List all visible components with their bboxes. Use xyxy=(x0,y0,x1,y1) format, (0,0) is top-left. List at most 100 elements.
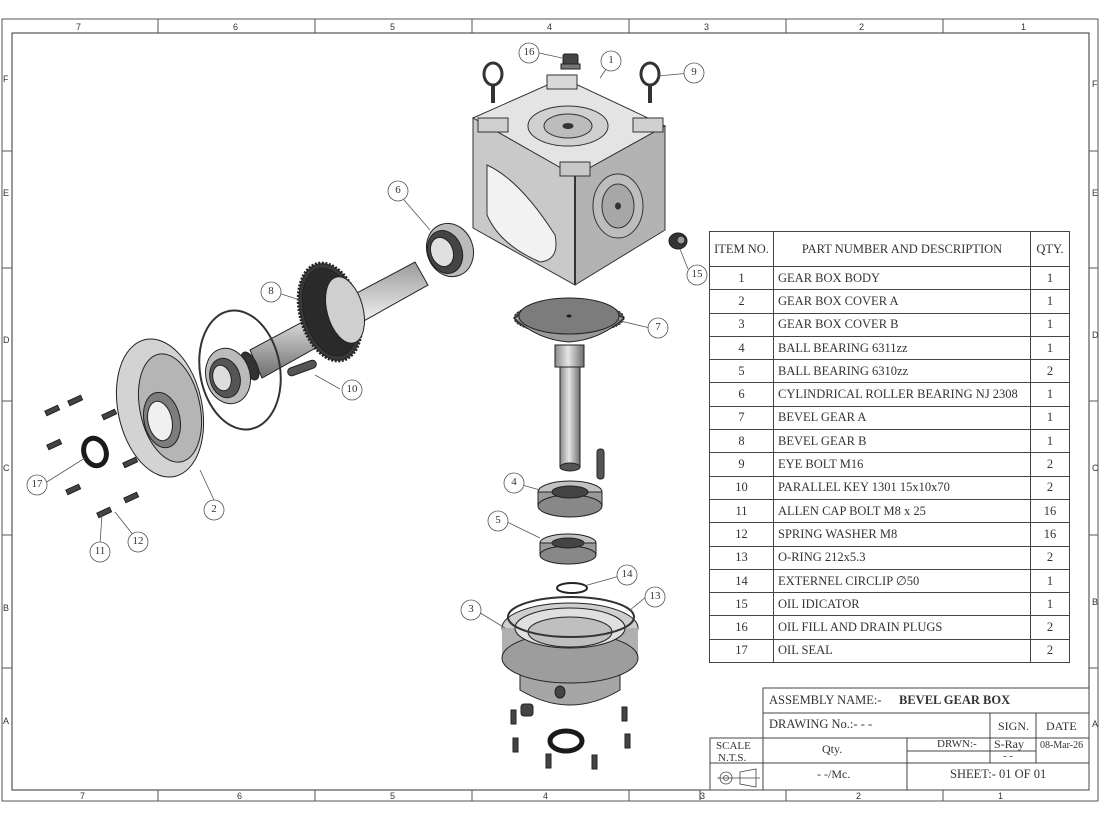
bom-part: O-RING 212x5.3 xyxy=(773,545,1031,570)
bom-item: 13 xyxy=(709,545,774,570)
zone-bottom-6: 6 xyxy=(237,791,243,801)
parallel-key-part xyxy=(287,359,317,377)
bom-part: BALL BEARING 6311zz xyxy=(773,335,1031,361)
oil-seal-left-part xyxy=(81,435,109,469)
bom-qty: 16 xyxy=(1030,522,1070,547)
date-value: 08-Mar-26 xyxy=(1040,740,1084,751)
zone-bottom-1: 1 xyxy=(998,791,1004,801)
sign-label: SIGN. xyxy=(998,719,1030,733)
bom-item: 6 xyxy=(709,382,774,407)
ball-bearing-6311-part xyxy=(537,480,603,518)
zone-left-d: D xyxy=(3,335,10,345)
callout-14: 14 xyxy=(621,568,633,580)
bom-qty: 1 xyxy=(1030,335,1070,361)
qty-label: Qty. xyxy=(822,742,843,756)
bom-item: 2 xyxy=(709,289,774,314)
callout-2: 2 xyxy=(211,503,217,515)
circlip-part xyxy=(556,582,588,594)
bom-qty: 2 xyxy=(1030,615,1070,640)
bom-qty: 1 xyxy=(1030,265,1070,291)
zone-bottom-5: 5 xyxy=(390,791,396,801)
bom-item: 14 xyxy=(709,568,774,594)
gear-box-cover-b-part xyxy=(501,602,639,706)
ball-bearing-left-part xyxy=(205,347,251,405)
bom-part: PARALLEL KEY 1301 15x10x70 xyxy=(773,475,1031,500)
bom-part: EYE BOLT M16 xyxy=(773,452,1031,477)
date-label: DATE xyxy=(1046,719,1077,733)
callout-8: 8 xyxy=(268,285,274,297)
drawing-number: DRAWING No.:- - - xyxy=(769,717,873,731)
callout-11: 11 xyxy=(94,545,106,557)
zone-top-4: 4 xyxy=(547,22,553,32)
zone-bottom-2: 2 xyxy=(856,791,862,801)
oil-plug-part xyxy=(560,53,581,70)
ball-bearing-6310-part xyxy=(539,533,597,565)
bom-qty: 2 xyxy=(1030,359,1070,384)
callout-16: 16 xyxy=(523,46,535,58)
bevel-gear-a-part xyxy=(513,297,625,472)
zone-right-b: B xyxy=(1092,597,1099,607)
callout-4: 4 xyxy=(511,476,517,488)
callout-17: 17 xyxy=(31,478,43,490)
o-ring-bottom-part xyxy=(507,596,635,638)
bom-part: ALLEN CAP BOLT M8 x 25 xyxy=(773,498,1031,524)
bom-qty: 2 xyxy=(1030,545,1070,570)
gear-box-cover-a-part xyxy=(115,338,205,478)
zone-right-c: C xyxy=(1092,463,1099,473)
drawn-label: DRWN:- xyxy=(937,738,977,750)
bom-part: OIL FILL AND DRAIN PLUGS xyxy=(773,615,1031,640)
zone-top-7: 7 xyxy=(76,22,82,32)
callout-6: 6 xyxy=(395,184,401,196)
bom-header-row: ITEM NO. PART NUMBER AND DESCRIPTION QTY… xyxy=(709,231,1070,267)
bom-part: GEAR BOX COVER A xyxy=(773,289,1031,314)
scale-label: SCALE xyxy=(716,740,751,752)
sheet-number: SHEET:- 01 OF 01 xyxy=(950,767,1047,781)
projection-symbol-icon xyxy=(717,768,760,788)
bom-qty: 1 xyxy=(1030,568,1070,594)
bom-qty: 2 xyxy=(1030,638,1070,664)
bevel-gear-b-part xyxy=(240,261,429,381)
qty-value: - -/Mc. xyxy=(817,767,851,781)
callout-1: 1 xyxy=(608,54,614,66)
callout-12: 12 xyxy=(132,535,144,547)
zone-right-f: F xyxy=(1092,79,1098,89)
roller-bearing-part xyxy=(425,222,475,278)
bom-part: EXTERNEL CIRCLIP ∅50 xyxy=(773,568,1031,594)
bom-item: 15 xyxy=(709,592,774,617)
allen-bolts-left-part xyxy=(44,394,140,519)
parallel-key-right-part xyxy=(596,448,605,480)
callout-15: 15 xyxy=(691,268,703,280)
eye-bolt-part-left xyxy=(482,61,504,103)
bom-part: GEAR BOX BODY xyxy=(773,265,1031,291)
bom-item: 3 xyxy=(709,312,774,337)
zone-left-a: A xyxy=(3,716,10,726)
zone-bottom-3: 3 xyxy=(700,791,706,801)
bom-item: 1 xyxy=(709,265,774,291)
bom-qty: 1 xyxy=(1030,592,1070,617)
bom-qty: 1 xyxy=(1030,382,1070,407)
zone-left-c: C xyxy=(3,463,10,473)
bom-part: BALL BEARING 6310zz xyxy=(773,359,1031,384)
callout-3: 3 xyxy=(468,603,474,615)
bom-part: OIL IDICATOR xyxy=(773,592,1031,617)
oil-seal-bottom-part xyxy=(547,728,585,754)
zone-bottom-4: 4 xyxy=(543,791,549,801)
bom-item: 10 xyxy=(709,475,774,500)
allen-bolts-bottom-part xyxy=(510,703,631,770)
